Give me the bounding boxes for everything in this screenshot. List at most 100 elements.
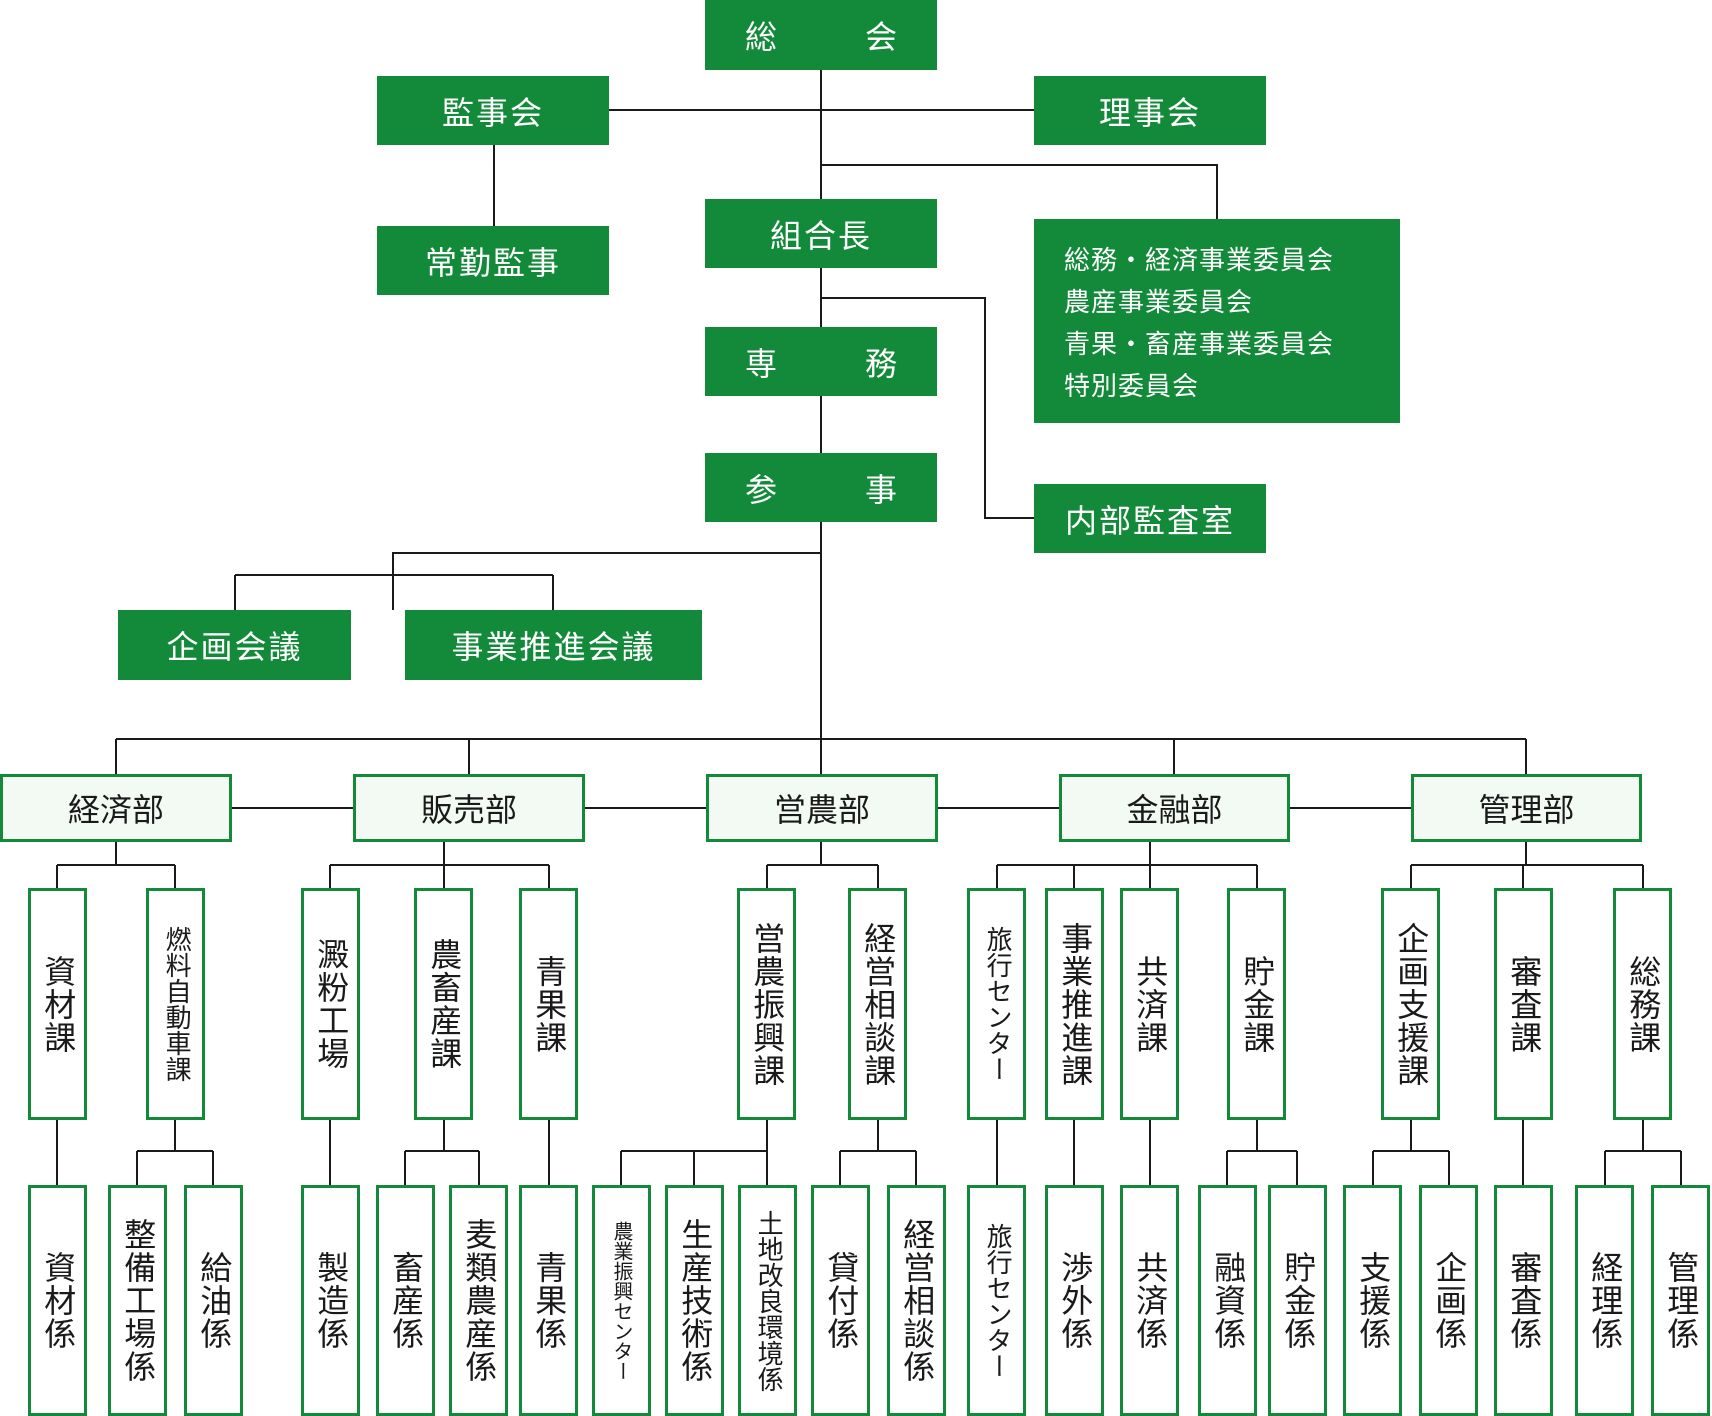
section-box: 旅行センター	[967, 888, 1026, 1120]
counselor-label: 参 事	[744, 470, 925, 509]
general-meeting-label: 総 会	[744, 18, 925, 56]
unit-label: 土地改良環境係	[753, 1209, 784, 1392]
auditors-label: 監事会	[441, 93, 544, 132]
planning-meeting-label: 企画会議	[166, 628, 303, 666]
section-box: 営農振興課	[737, 888, 796, 1120]
unit-label: 渉外係	[1056, 1251, 1095, 1350]
president-box: 組合長	[705, 199, 937, 268]
section-box: 農畜産課	[414, 888, 473, 1120]
unit-label: 麦類農産係	[460, 1218, 499, 1383]
section-box: 審査課	[1494, 888, 1553, 1120]
unit-box: 畜産係	[376, 1185, 435, 1416]
section-label: 燃料自動車課	[161, 926, 192, 1082]
unit-box: 企画係	[1419, 1185, 1478, 1416]
section-label: 澱粉工場	[312, 938, 351, 1070]
committee-item: 青果・畜産事業委員会	[1064, 330, 1335, 360]
section-box: 燃料自動車課	[146, 888, 205, 1120]
unit-label: 畜産係	[387, 1251, 426, 1350]
dept-label: 販売部	[420, 791, 517, 829]
section-label: 共済課	[1131, 954, 1170, 1054]
unit-label: 融資係	[1209, 1251, 1248, 1350]
unit-label: 青果係	[530, 1251, 569, 1350]
dept-admin: 管理部	[1411, 774, 1642, 842]
unit-box: 土地改良環境係	[738, 1185, 797, 1416]
unit-box: 製造係	[301, 1185, 360, 1416]
unit-box: 農業振興センター	[592, 1185, 651, 1416]
dept-economy: 経済部	[0, 774, 232, 842]
standing-auditor-box: 常勤監事	[377, 226, 609, 295]
section-label: 企画支援課	[1392, 921, 1431, 1087]
section-label: 旅行センター	[982, 926, 1013, 1082]
unit-box: 共済係	[1120, 1185, 1179, 1416]
dept-label: 管理部	[1478, 791, 1575, 829]
section-label: 経営相談課	[859, 921, 898, 1087]
unit-label: 生産技術係	[676, 1218, 715, 1383]
unit-box: 生産技術係	[665, 1185, 724, 1416]
unit-label: 整備工場係	[119, 1218, 158, 1383]
section-label: 貯金課	[1238, 954, 1277, 1054]
section-box: 資材課	[28, 888, 87, 1120]
unit-label: 管理係	[1662, 1251, 1701, 1350]
dept-label: 営農部	[773, 791, 870, 829]
unit-label: 経理係	[1586, 1251, 1625, 1350]
president-label: 組合長	[769, 216, 872, 255]
executive-director-box: 専 務	[705, 327, 937, 396]
unit-box: 経理係	[1575, 1185, 1634, 1416]
internal-audit-label: 内部監査室	[1064, 501, 1235, 540]
section-label: 資材課	[39, 954, 78, 1054]
board-label: 理事会	[1098, 93, 1201, 132]
unit-label: 支援係	[1354, 1251, 1393, 1350]
unit-label: 製造係	[312, 1251, 351, 1350]
unit-box: 整備工場係	[108, 1185, 167, 1416]
unit-label: 貸付係	[822, 1251, 861, 1350]
unit-label: 審査係	[1505, 1251, 1544, 1350]
board-box: 理事会	[1034, 76, 1266, 145]
committees-box: 総務・経済事業委員会 農産事業委員会 青果・畜産事業委員会 特別委員会	[1034, 219, 1400, 423]
committee-item: 農産事業委員会	[1064, 288, 1254, 318]
unit-box: 審査係	[1494, 1185, 1553, 1416]
unit-box: 管理係	[1651, 1185, 1710, 1416]
internal-audit-box: 内部監査室	[1034, 484, 1266, 553]
section-box: 企画支援課	[1381, 888, 1440, 1120]
unit-box: 経営相談係	[887, 1185, 946, 1416]
committee-item: 特別委員会	[1064, 372, 1200, 402]
unit-label: 給油係	[195, 1251, 234, 1350]
unit-label: 経営相談係	[898, 1218, 937, 1383]
unit-box: 支援係	[1343, 1185, 1402, 1416]
section-box: 総務課	[1613, 888, 1672, 1120]
unit-label: 共済係	[1131, 1251, 1170, 1350]
dept-sales: 販売部	[353, 774, 585, 842]
auditors-box: 監事会	[377, 76, 609, 145]
unit-label: 貯金係	[1279, 1251, 1318, 1350]
section-box: 貯金課	[1227, 888, 1286, 1120]
unit-box: 貸付係	[811, 1185, 870, 1416]
general-meeting-box: 総 会	[705, 0, 937, 70]
unit-label: 企画係	[1430, 1251, 1469, 1350]
unit-box: 青果係	[519, 1185, 578, 1416]
dept-label: 経済部	[67, 791, 164, 829]
business-meeting-label: 事業推進会議	[451, 628, 656, 666]
unit-box: 融資係	[1198, 1185, 1257, 1416]
counselor-box: 参 事	[705, 453, 937, 522]
section-box: 経営相談課	[848, 888, 907, 1120]
section-label: 総務課	[1624, 954, 1663, 1054]
unit-label: 旅行センター	[982, 1222, 1013, 1379]
unit-box: 給油係	[184, 1185, 243, 1416]
unit-label: 資材係	[39, 1251, 78, 1350]
unit-box: 渉外係	[1045, 1185, 1104, 1416]
section-label: 青果課	[530, 954, 569, 1054]
section-label: 農畜産課	[425, 938, 464, 1070]
unit-box: 資材係	[28, 1185, 87, 1416]
unit-box: 麦類農産係	[449, 1185, 508, 1416]
unit-label: 農業振興センター	[610, 1220, 634, 1381]
dept-finance: 金融部	[1059, 774, 1290, 842]
section-label: 審査課	[1505, 954, 1544, 1054]
dept-farming: 営農部	[706, 774, 938, 842]
planning-meeting-box: 企画会議	[118, 610, 351, 680]
business-meeting-box: 事業推進会議	[405, 610, 702, 680]
section-label: 事業推進課	[1056, 921, 1095, 1087]
section-box: 青果課	[519, 888, 578, 1120]
committee-item: 総務・経済事業委員会	[1064, 246, 1335, 276]
unit-box: 貯金係	[1268, 1185, 1327, 1416]
